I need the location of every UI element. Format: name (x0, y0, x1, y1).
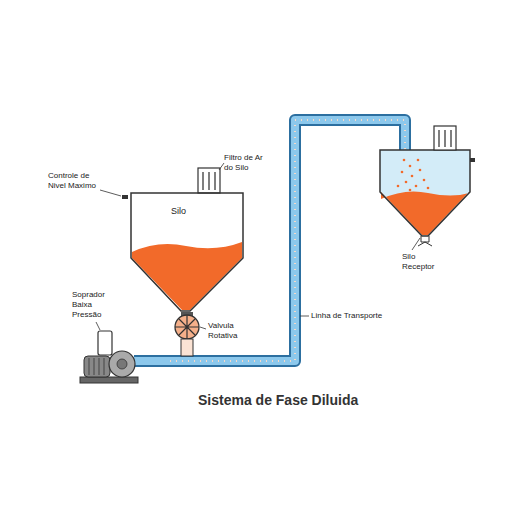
receiver-material (381, 191, 469, 235)
filter-cartridges (439, 130, 451, 147)
valve-outlet (181, 339, 193, 356)
silo-body (131, 193, 243, 311)
outlet-valve (418, 242, 432, 246)
callout-label: Valvula Rotativa (208, 321, 248, 341)
leader-line (200, 327, 206, 329)
callout-label: Controle de Nivel Maximo (48, 171, 106, 191)
receiver-air-filter (434, 126, 456, 150)
silo-vessel: Silo (128, 190, 246, 314)
rotary-valve (175, 315, 199, 339)
diagram-title: Sistema de Fase Diluida (198, 392, 358, 408)
callout-label: Silo Receptor (402, 252, 446, 272)
callout-label: Soprador Baixa Pressão (72, 290, 112, 320)
pipe-particles (170, 120, 405, 361)
leader-line (300, 316, 309, 317)
level-control-sensor (122, 195, 128, 199)
valve-rotor (175, 315, 199, 339)
blower-inlet-filter (98, 331, 112, 355)
leader-line (412, 238, 420, 250)
receiver-level-sensor (470, 158, 475, 162)
silo-air-filter (198, 168, 220, 193)
leader-line (219, 163, 224, 170)
blower-housing (109, 351, 135, 377)
blower-hub (117, 359, 127, 369)
receiver-silo-fill (380, 150, 470, 236)
blower-base (80, 377, 138, 383)
leader-line (96, 322, 100, 330)
transport-pipe (134, 120, 405, 361)
falling-particles (397, 159, 430, 192)
filter-cartridges (203, 172, 215, 190)
motor-fins (89, 358, 104, 375)
silo-outline (128, 190, 246, 314)
receiver-outlet (421, 236, 429, 242)
callout-label: Filtro de Ar do Silo (224, 153, 266, 173)
receiver-silo-outline (380, 150, 470, 236)
leader-line (100, 190, 121, 196)
transport-pipe-outline (134, 120, 405, 361)
blower-motor (84, 356, 110, 377)
silo-name: Silo (171, 206, 186, 216)
callout-label: Linha de Transporte (311, 311, 411, 321)
